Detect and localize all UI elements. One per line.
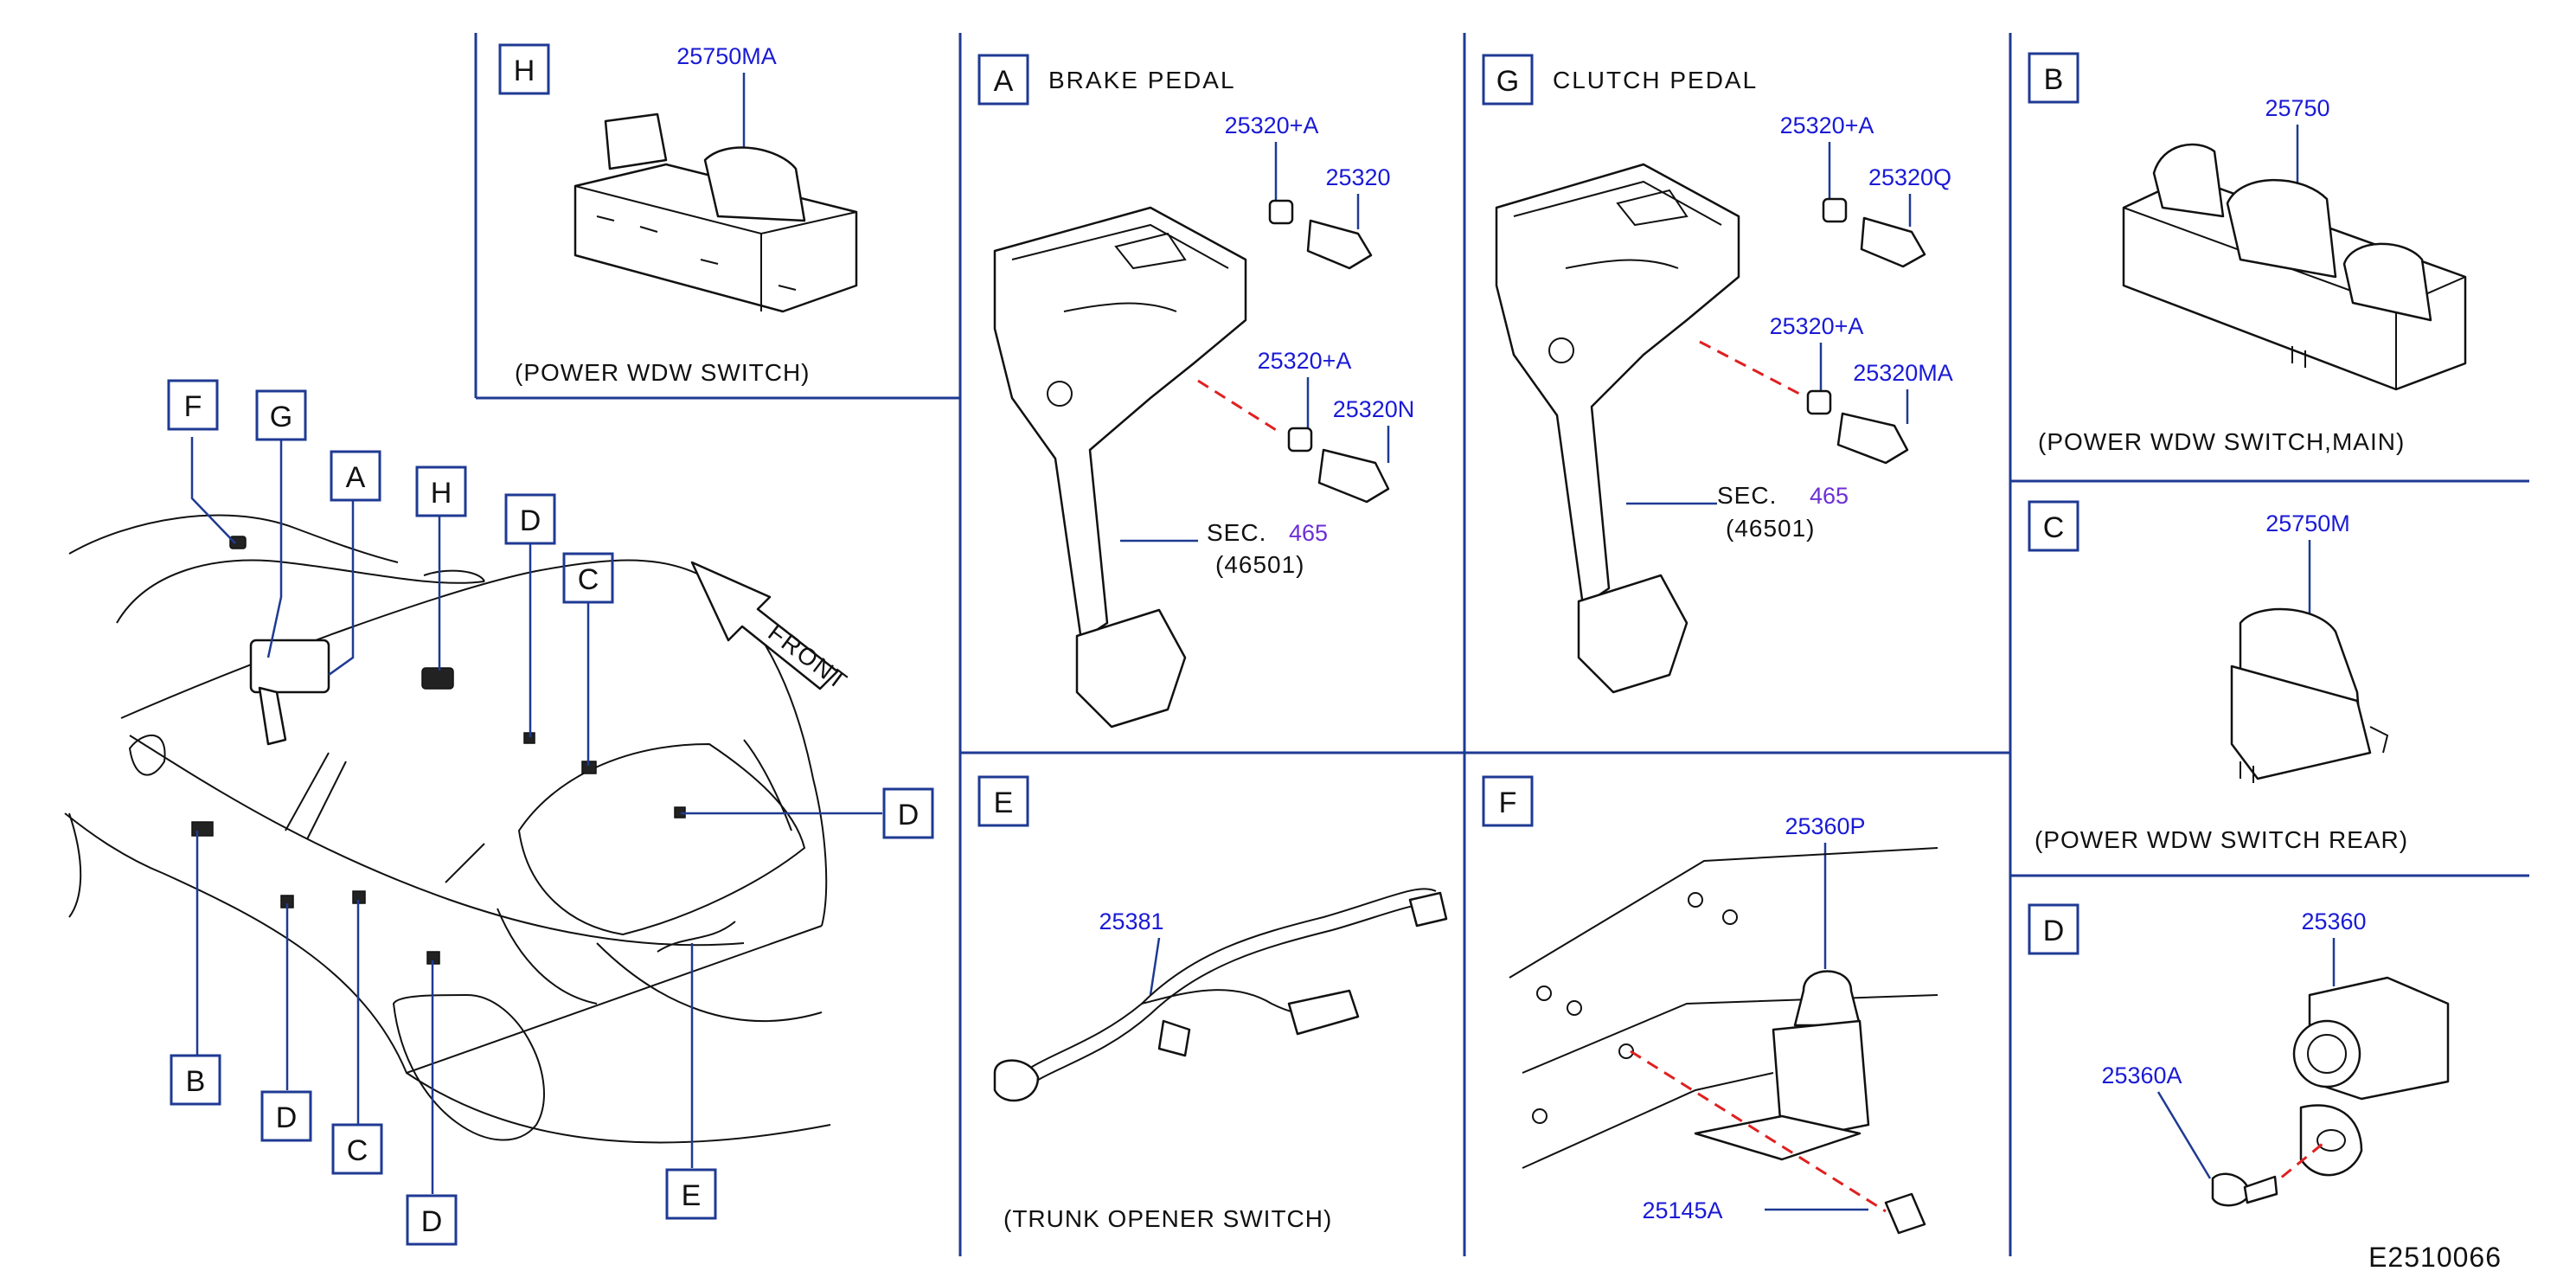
label-panels-d-letter: D xyxy=(2043,915,2065,947)
panel-h: H 25750MA (POWER WDW SWITCH) xyxy=(498,43,858,386)
rear-window-switch-illustration xyxy=(2230,607,2389,783)
bracket-illustration xyxy=(1509,847,1938,1169)
label-car_view-callouts-2: A xyxy=(346,461,366,494)
callout-box-g: G xyxy=(255,389,307,441)
label-panels-a-parts-2: 25320+A xyxy=(1258,348,1352,374)
part-number-25750ma: 25750MA xyxy=(676,43,777,69)
caption-e: (TRUNK OPENER SWITCH) xyxy=(1003,1205,1332,1232)
label-panels-h-letter: H xyxy=(514,55,535,87)
trunk-opener-harness-illustration xyxy=(993,888,1448,1102)
label-panels-g-sec_ref: (46501) xyxy=(1726,515,1816,542)
section-number-a: 465 xyxy=(1289,520,1328,546)
label-panels-g-parts-0: 25320+A xyxy=(1780,112,1874,138)
caption-c: (POWER WDW SWITCH REAR) xyxy=(2035,826,2408,853)
caption-b: (POWER WDW SWITCH,MAIN) xyxy=(2038,428,2405,455)
label-panels-g-sec_label: SEC. xyxy=(1717,482,1777,509)
callout-box-b: B xyxy=(170,1054,221,1106)
label-panels-a-sec_ref: (46501) xyxy=(1215,551,1305,578)
label-car_view-callouts-0: F xyxy=(184,390,202,423)
label-panels-c-letter: C xyxy=(2043,511,2065,544)
label-panels-e-letter: E xyxy=(994,786,1014,819)
label-car_view-callouts-6: D xyxy=(898,799,920,831)
label-panels-a-parts-0: 25320+A xyxy=(1225,112,1319,138)
clutch-switch-illustration xyxy=(1806,197,1926,465)
diagram-code: E2510066 xyxy=(2368,1242,2502,1273)
part-number-25360a: 25360A xyxy=(2101,1063,2182,1088)
main-window-switch-illustration xyxy=(2122,143,2467,391)
callout-box-e: E xyxy=(665,1168,717,1220)
part-number-25381: 25381 xyxy=(1099,908,1163,934)
callout-box-d-2: D xyxy=(882,787,934,839)
callout-box-c-1: C xyxy=(562,552,614,604)
label-car_view-callouts-11: E xyxy=(682,1179,702,1212)
front-label: FRONT xyxy=(763,619,853,696)
callout-box-f: F xyxy=(167,379,219,431)
label-panels-a-parts-3: 25320N xyxy=(1333,396,1415,422)
label-car_view-callouts-5: C xyxy=(578,563,599,596)
label-car_view-callouts-3: H xyxy=(431,477,452,510)
door-switch-illustration xyxy=(2292,976,2450,1177)
component-markers xyxy=(191,536,736,965)
panel-f: F 25360P 25145A xyxy=(1482,775,1938,1235)
label-panels-b-letter: B xyxy=(2044,63,2064,96)
brake-pedal-illustration xyxy=(993,206,1247,729)
panel-d: D 25360 25360A xyxy=(2028,903,2450,1207)
part-number-25750m: 25750M xyxy=(2265,510,2350,536)
label-panels-a-parts-1: 25320 xyxy=(1325,164,1390,190)
label-car_view-callouts-10: D xyxy=(421,1205,443,1238)
callout-box-d-1: D xyxy=(504,493,556,545)
stop-lamp-switch-illustration xyxy=(1268,199,1390,504)
label-panels-a-sec_label: SEC. xyxy=(1207,519,1266,546)
car-overview: FRONT xyxy=(64,379,934,1246)
part-number-25750: 25750 xyxy=(2265,95,2329,121)
front-arrow-icon xyxy=(690,561,839,690)
callout-box-a: A xyxy=(330,450,381,502)
panel-g-title: CLUTCH PEDAL xyxy=(1553,67,1758,93)
panel-c: C 25750M (POWER WDW SWITCH REAR) xyxy=(2028,500,2408,853)
power-window-switch-illustration xyxy=(574,112,858,313)
car-body-outline xyxy=(64,514,831,1144)
panel-b: B 25750 (POWER WDW SWITCH,MAIN) xyxy=(2028,52,2467,455)
clutch-pedal-illustration xyxy=(1495,163,1740,694)
callout-box-d-4: D xyxy=(406,1194,458,1246)
trunk-switch-illustration xyxy=(1694,970,1870,1161)
label-panels-g-parts-3: 25320MA xyxy=(1853,360,1953,386)
part-number-25360p: 25360P xyxy=(1785,813,1865,839)
part-number-25145a: 25145A xyxy=(1642,1197,1722,1223)
panel-a: A BRAKE PEDAL 25320+A 25320 25320+A 2532… xyxy=(977,54,1415,729)
part-number-25360: 25360 xyxy=(2301,908,2366,934)
panel-g: G CLUTCH PEDAL 25320+A 25320Q 25320+A 25… xyxy=(1482,54,1953,694)
label-car_view-callouts-7: B xyxy=(186,1065,206,1098)
caption-h: (POWER WDW SWITCH) xyxy=(515,359,811,386)
label-panels-g-parts-1: 25320Q xyxy=(1868,164,1951,190)
label-car_view-callouts-9: C xyxy=(347,1134,368,1167)
label-car_view-callouts-4: D xyxy=(520,504,541,537)
label-panels-g-letter: G xyxy=(1496,65,1519,98)
section-number-g: 465 xyxy=(1810,483,1849,509)
label-panels-g-parts-2: 25320+A xyxy=(1770,313,1864,339)
label-car_view-callouts-8: D xyxy=(276,1101,298,1134)
callout-box-h: H xyxy=(415,465,467,517)
panel-a-title: BRAKE PEDAL xyxy=(1048,67,1236,93)
panel-e: E 25381 (TRUNK OPENER SWITCH) xyxy=(977,775,1448,1232)
label-car_view-callouts-1: G xyxy=(270,401,292,433)
label-panels-f-letter: F xyxy=(1499,786,1517,819)
label-panels-a-letter: A xyxy=(994,65,1014,98)
callout-box-c-2: C xyxy=(331,1123,383,1175)
panel-frame xyxy=(474,33,2529,1256)
callout-leaders xyxy=(190,437,882,1194)
callout-box-d-3: D xyxy=(260,1090,312,1142)
